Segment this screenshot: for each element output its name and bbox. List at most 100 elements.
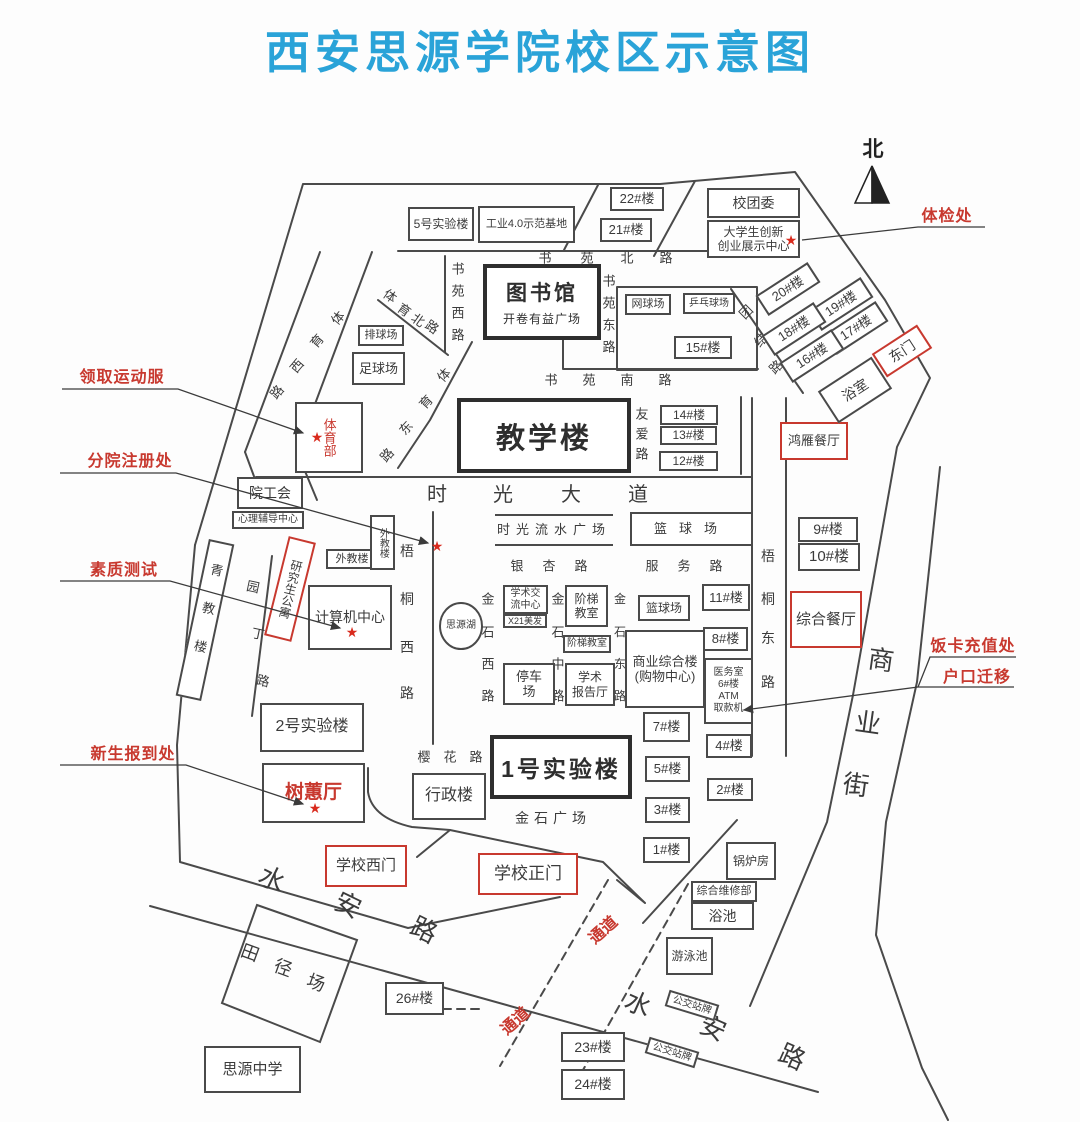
court-tennis: 网球场 [625,294,671,315]
shuyuan-south-road-line [562,339,759,370]
bldg-academic-exchange-label: 学术交 [510,587,541,599]
bldg-13-label: 13#楼 [672,428,705,443]
bldg-medical-6-atm-label: ATM [718,691,739,702]
road-shuyuan-west: 西 [451,305,465,321]
library: 图书馆开卷有益广场 [483,264,601,340]
bldg-counseling-center-label: 心理辅导中心 [238,514,298,526]
bldg-innovation-center-label: 创业展示中心 [717,239,790,253]
bldg-14-label: 14#楼 [672,407,706,422]
court-pingpong: 乒乓球场 [683,293,735,314]
tiyu-north-road-line [377,299,449,356]
bldg-10: 10#楼 [798,543,860,571]
bldg-21: 21#楼 [600,218,652,242]
teaching-building-label: 教学楼 [495,422,592,455]
bldg-2: 2#楼 [707,778,753,801]
road-jinshi-middle: 金 [551,591,565,607]
services-area-diagonal [642,819,738,924]
bldg-boiler-label: 锅炉房 [732,853,769,868]
bldg-bath-pool-label: 浴池 [708,907,737,924]
gate-west-label: 学校西门 [335,857,396,875]
road-wutong-west: 西 [400,639,414,655]
court-tennis-label: 网球场 [631,298,665,311]
pool-swimming: 游泳池 [666,937,713,975]
court-basketball-small-label: 篮球场 [645,600,682,615]
court-basketball-small: 篮球场 [638,595,690,621]
bldg-foreign-teachers-v: 外教楼 [370,515,395,570]
road-fuwu: 务 [677,558,691,574]
bldg-medical-6-atm-label: 6#楼 [717,679,740,691]
bldg-23: 23#楼 [561,1032,625,1062]
road-shuyuan-south: 路 [658,372,672,388]
bldg-4: 4#楼 [706,734,752,758]
bldg-maintenance-label: 综合维修部 [696,885,752,898]
bldg-12-label: 12#楼 [672,453,705,468]
star-marker-icon: ★ [345,624,359,640]
bldg-12: 12#楼 [659,451,718,471]
court-football: 足球场 [352,352,405,385]
road-shiguang-avenue: 时 [427,484,447,506]
road-jinshi-east: 石 [613,625,627,639]
north-arrow-icon [853,165,891,204]
road-wutong-west: 桐 [400,591,414,607]
callout-branch-registration: 分院注册处 [87,453,173,470]
bldg-admin: 行政楼 [412,773,486,820]
bldg-15: 15#楼 [674,336,732,359]
road-shuyuan-west: 路 [451,327,465,343]
bldg-1-label: 1#楼 [652,842,681,858]
road-shuyuan-south: 南 [620,372,634,388]
teaching-building: 教学楼 [457,398,631,473]
bldg-innovation-center-label: 大学生创新 [723,224,784,239]
bldg-lab-5: 5号实验楼 [408,207,474,241]
parking-lot-label: 停车 [515,668,542,684]
bldg-mall: 商业综合楼(购物中心) [625,630,705,708]
parking-lot-label: 场 [522,684,536,699]
bldg-9-label: 9#楼 [813,521,843,538]
school-siyuan-middle-label: 思源中学 [222,1060,283,1078]
shop-x21-label: X21美发 [507,615,542,626]
star-marker-icon: ★ [310,429,324,445]
dining-hongyan: 鸿雁餐厅 [780,422,848,460]
road-fuwu: 服 [645,558,659,574]
bldg-bathhouse-label: 浴室 [838,375,871,405]
plaza-shiguang-band-label: 时光流水广场 [496,522,611,538]
bldg-2-label: 2#楼 [716,781,744,797]
bldg-lecture-room-1: 阶梯教室 [565,585,608,627]
bldg-lecture-room-2-label: 阶梯教室 [567,638,607,650]
callout-sportswear-pickup: 领取运动服 [79,369,165,386]
bldg-22: 22#楼 [610,187,664,211]
gate-main-label: 学校正门 [494,863,562,883]
callout-medical-check: 体检处 [921,208,973,225]
bldg-26-label: 26#楼 [395,990,434,1007]
road-shuyuan-east: 东 [602,317,616,333]
bldg-innovation-center: 大学生创新创业展示中心 [707,220,800,258]
plaza-jinshi: 金 [515,810,529,826]
plaza-jinshi: 石 [534,810,548,826]
north-label: 北 [862,138,884,161]
road-yuanding: 路 [255,672,271,690]
bldg-industry-40-base: 工业4.0示范基地 [478,206,575,243]
bldg-14: 14#楼 [660,405,718,425]
road-yinxing: 杏 [542,558,556,574]
bldg-lecture-hall: 学术报告厅 [565,663,615,706]
dining-comprehensive-label: 综合餐厅 [795,610,856,628]
shop-x21: X21美发 [503,614,547,628]
road-jinshi-west: 金 [481,591,495,607]
road-wutong-east: 东 [761,630,775,646]
road-shuyuan-east: 路 [602,339,616,355]
star-marker-icon: ★ [784,232,798,248]
road-wutong-west: 路 [400,685,414,701]
passage-dashed-line-1 [499,879,609,1067]
bldg-computer-center: 计算机中心 [308,585,392,650]
road-wutong-east: 路 [761,674,775,690]
road-shuyuan-east: 书 [602,273,616,289]
gate-west: 学校西门 [325,845,407,887]
road-shuyuan-north: 书 [538,250,552,266]
bldg-medical-6-atm-label: 医务室 [713,667,744,679]
bldg-union-label: 院工会 [249,484,291,501]
plaza-jinshi: 广 [553,810,567,826]
library-subtitle: 开卷有益广场 [502,312,581,326]
callout-quality-test: 素质测试 [89,562,159,579]
